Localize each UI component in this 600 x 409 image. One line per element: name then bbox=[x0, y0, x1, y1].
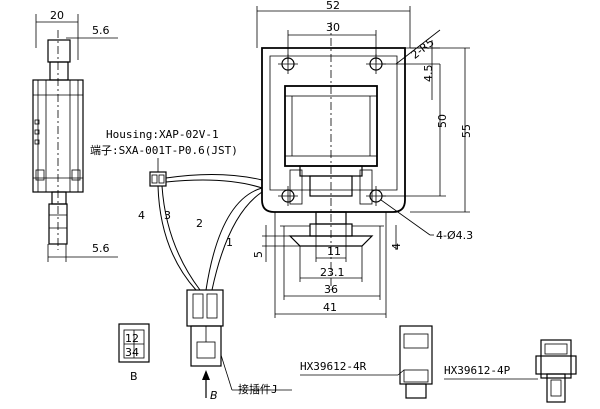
dim-corner-radius: 2-R5 bbox=[409, 36, 437, 62]
dim-side-bottom-offset: 5.6 bbox=[92, 242, 110, 255]
dim-side-top-offset: 5.6 bbox=[92, 24, 110, 37]
dim-hole-spec: 4-Ø4.3 bbox=[436, 229, 473, 242]
wire-4-label: 4 bbox=[138, 209, 145, 222]
hx-r-label: HX39612-4R bbox=[300, 360, 367, 373]
dim-side-width: 20 bbox=[50, 9, 64, 22]
dim-overall-width: 52 bbox=[326, 0, 340, 12]
view-b-arrow-label: B bbox=[210, 389, 218, 402]
hx-connectors: HX39612-4R HX39612-4P bbox=[300, 325, 577, 403]
dim-hole-pitch: 50 bbox=[436, 114, 449, 128]
dim-5: 5 bbox=[252, 251, 265, 258]
dim-overall-height: 55 bbox=[460, 124, 473, 138]
wire-3-label: 3 bbox=[164, 209, 171, 222]
dim-base-width: 41 bbox=[323, 301, 337, 314]
dim-hole-offset: 4.5 bbox=[422, 65, 435, 83]
housing-label: Housing:XAP-02V-1 bbox=[106, 128, 219, 141]
connector-label: 接插件J bbox=[238, 382, 278, 396]
dim-plunger-width: 11 bbox=[327, 245, 341, 258]
terminal-label: 端子:SXA-001T-P0.6(JST) bbox=[90, 144, 238, 157]
hx-p-label: HX39612-4P bbox=[444, 364, 511, 377]
dim-4: 4 bbox=[390, 243, 403, 250]
wire-harness: Housing:XAP-02V-1 端子:SXA-001T-P0.6(JST) … bbox=[90, 128, 292, 402]
side-view: 20 5.6 5.6 bbox=[32, 9, 118, 262]
view-b-label: B bbox=[130, 370, 138, 383]
dim-36: 36 bbox=[324, 283, 338, 296]
front-view: 52 30 2-R5 bbox=[252, 0, 473, 318]
pin-12-label: 12 bbox=[125, 332, 139, 345]
wire-1-label: 1 bbox=[226, 236, 233, 249]
wire-2-label: 2 bbox=[196, 217, 203, 230]
pin-34-label: 34 bbox=[125, 346, 139, 359]
dim-hole-spacing: 30 bbox=[326, 21, 340, 34]
dim-23: 23.1 bbox=[320, 266, 345, 279]
